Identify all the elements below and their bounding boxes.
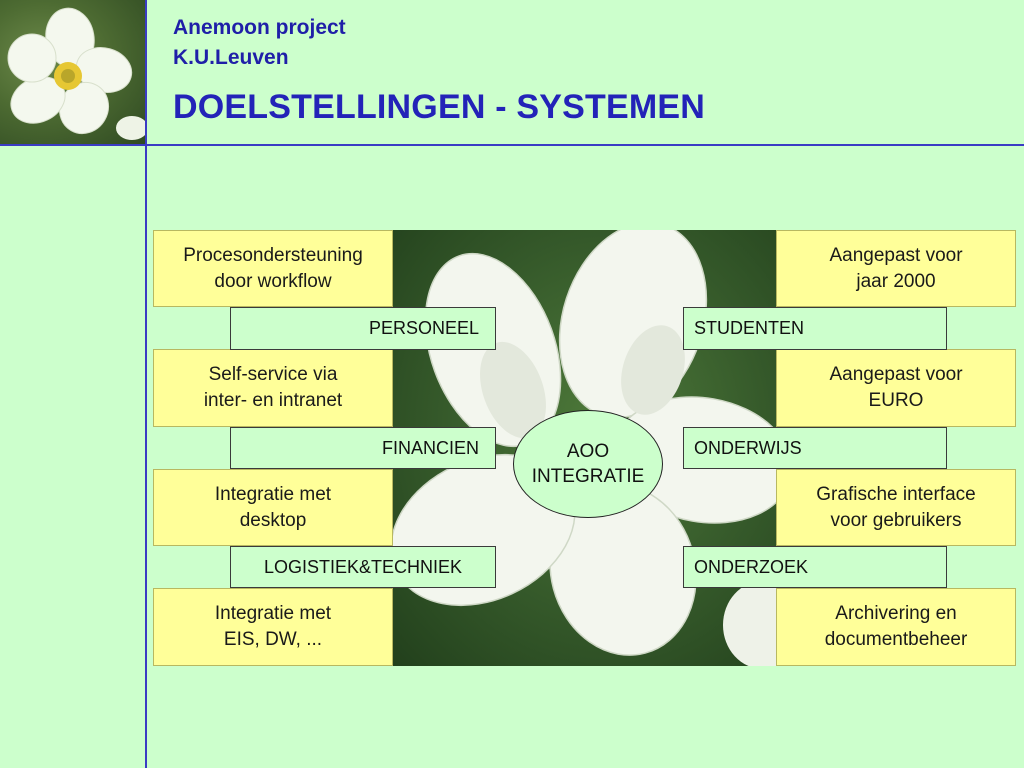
system-onderzoek: ONDERZOEK (683, 546, 947, 588)
corner-flower-photo (0, 0, 145, 144)
goal-text-line2: desktop (239, 509, 307, 531)
goal-text-line2: inter- en intranet (203, 390, 343, 411)
goal-text-line1: Archivering en (835, 603, 957, 624)
goal-text-line1: Self-service via (208, 364, 338, 385)
goal-box-desktop: Integratie met desktop (153, 469, 393, 546)
aoo-label: AOO (566, 441, 610, 462)
goal-text-line2: voor gebruikers (830, 509, 962, 531)
goal-text-line1: Grafische interface (816, 483, 976, 505)
project-name: Anemoon project (173, 16, 346, 39)
goal-text-line2: EURO (868, 390, 924, 411)
system-onderwijs: ONDERWIJS (683, 427, 947, 469)
goal-text-line1: Integratie met (214, 603, 332, 624)
slide-title: DOELSTELLINGEN - SYSTEMEN (173, 88, 706, 126)
system-personeel: PERSONEEL (230, 307, 496, 350)
goal-box-graphic-interface: Grafische interface voor gebruikers (776, 469, 1016, 546)
integratie-label: INTEGRATIE (531, 466, 645, 487)
vertical-rule (145, 0, 147, 768)
goal-text-line1: Aangepast voor (829, 244, 963, 266)
system-financien: FINANCIEN (230, 427, 496, 469)
institution-name: K.U.Leuven (173, 46, 289, 69)
anemone-flower-icon (7, 7, 145, 140)
goal-text-line2: documentbeheer (824, 629, 968, 650)
goal-box-self-service: Self-service via inter- en intranet (153, 349, 393, 427)
goal-box-year-2000: Aangepast voor jaar 2000 (776, 230, 1016, 307)
goal-text-line1: Aangepast voor (829, 364, 963, 385)
goal-text-line2: jaar 2000 (856, 270, 936, 292)
goal-text-line2: door workflow (214, 270, 332, 292)
system-logistiek-techniek: LOGISTIEK&TECHNIEK (230, 546, 496, 588)
aoo-integratie-ellipse: AOO INTEGRATIE (513, 410, 663, 518)
goal-box-archiving: Archivering en documentbeheer (776, 588, 1016, 666)
goal-text-line2: EIS, DW, ... (223, 629, 323, 650)
goal-text-line1: Procesondersteuning (183, 244, 363, 266)
system-studenten: STUDENTEN (683, 307, 947, 350)
horizontal-rule (0, 144, 1024, 146)
goal-text-line1: Integratie met (214, 483, 332, 505)
goal-box-workflow: Procesondersteuning door workflow (153, 230, 393, 307)
